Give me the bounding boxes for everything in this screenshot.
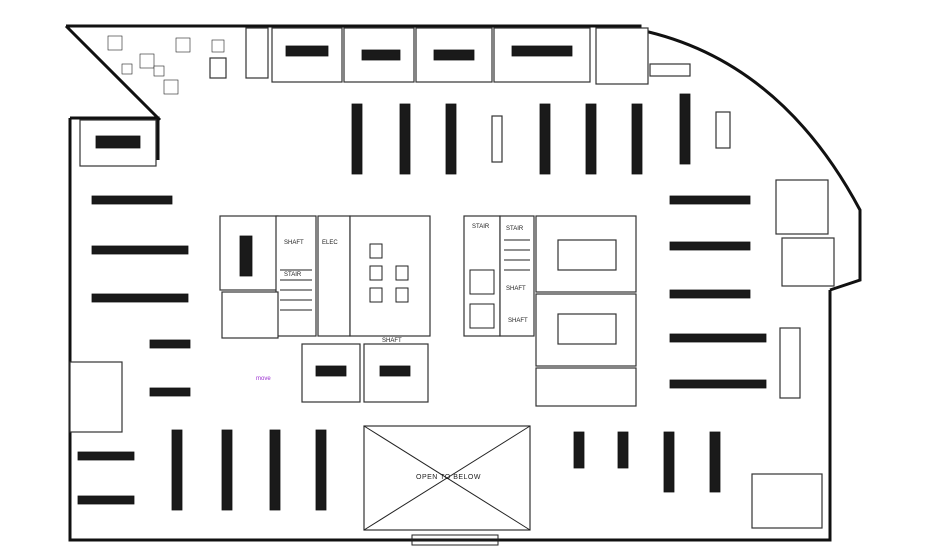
top-meeting-rooms (245, 27, 691, 85)
label-shaft-2: SHAFT (382, 338, 402, 344)
label-stair-right-2: STAIR (506, 226, 524, 232)
lounge-cluster (107, 35, 227, 95)
center-conference-rooms (301, 215, 637, 407)
left-workstations (69, 195, 191, 505)
right-workstations (573, 179, 835, 529)
label-move: move (256, 376, 271, 382)
center-workstations (351, 93, 731, 175)
label-shaft-3: SHAFT (506, 286, 526, 292)
label-stair-right: STAIR (472, 224, 490, 230)
label-shaft-4: SHAFT (508, 318, 528, 324)
left-boardroom (79, 119, 157, 167)
label-shaft-1: SHAFT (284, 240, 304, 246)
building-core (219, 215, 535, 339)
label-open-to-below: OPEN TO BELOW (416, 474, 481, 481)
lower-left-workstations (171, 429, 327, 511)
label-stair-left: STAIR (284, 272, 302, 278)
open-to-below-area (363, 425, 531, 531)
label-elec: ELEC (322, 240, 338, 246)
